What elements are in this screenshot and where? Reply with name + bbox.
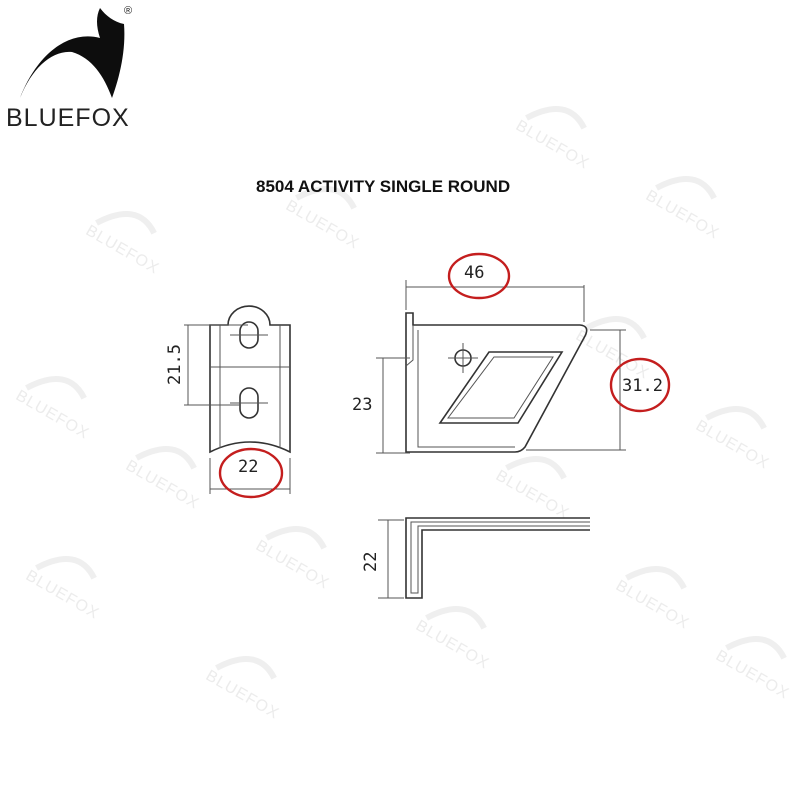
front-view: 21.5 22 — [165, 305, 291, 499]
watermark: BLUEFOX — [123, 446, 202, 513]
watermark: BLUEFOX — [23, 556, 102, 623]
side-view-outline — [405, 312, 588, 453]
watermark: BLUEFOX — [83, 211, 162, 278]
bottom-view-inner-line — [410, 521, 590, 594]
highlight-circle — [609, 357, 671, 413]
watermark: BLUEFOX — [613, 566, 692, 633]
drawing-title: 8504 ACTIVITY SINGLE ROUND — [256, 177, 510, 196]
dimension-label-side-height: 23 — [352, 395, 372, 415]
front-view-outline — [209, 305, 291, 454]
watermark: BLUEFOX — [513, 106, 592, 173]
diamond-cutout-inner — [446, 356, 554, 419]
watermark: BLUEFOX — [643, 176, 722, 243]
bottom-view: 22 — [361, 517, 590, 599]
dimension-label-side-offset: 31.2 — [622, 376, 663, 396]
watermark: BLUEFOX — [693, 406, 772, 473]
watermark: BLUEFOX — [413, 606, 492, 673]
side-view: 46 23 31.2 — [352, 252, 671, 454]
dimension-label-front-height: 21.5 — [165, 344, 185, 385]
diamond-cutout — [438, 351, 564, 424]
fox-logo-icon — [20, 8, 125, 98]
highlight-circle — [447, 252, 511, 300]
watermark: BLUEFOX — [13, 376, 92, 443]
side-view-bend-line — [405, 325, 414, 367]
side-view-inner-line — [417, 330, 515, 448]
watermark: BLUEFOX — [203, 656, 282, 723]
bottom-view-outline — [405, 517, 590, 599]
watermark: BLUEFOX — [253, 526, 332, 593]
highlight-circle — [218, 447, 284, 499]
dimension-label-bottom-height: 22 — [361, 552, 381, 572]
watermark: BLUEFOX — [493, 456, 572, 523]
dimension-label-side-length: 46 — [464, 263, 484, 283]
watermark: BLUEFOX — [713, 636, 792, 703]
registered-mark: ® — [124, 5, 132, 17]
watermark: BLUEFOX — [573, 316, 652, 383]
dimension-label-front-width: 22 — [238, 457, 258, 477]
brand-logo: ® BLUEFOX — [6, 5, 132, 132]
brand-wordmark: BLUEFOX — [6, 104, 130, 132]
